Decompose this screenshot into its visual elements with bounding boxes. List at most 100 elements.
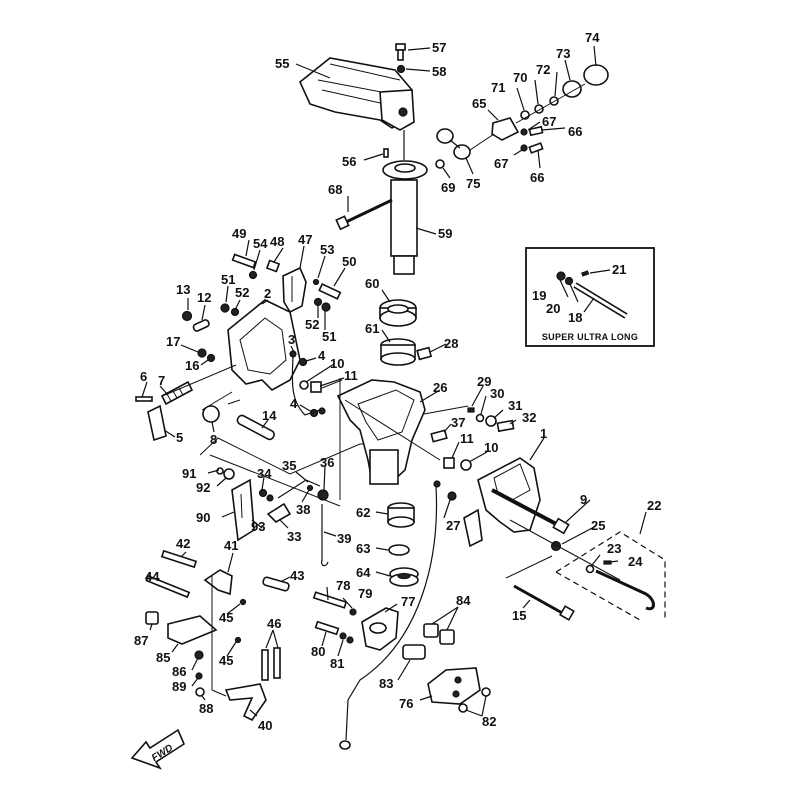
leader-lines [141, 45, 647, 717]
label-part-41: 41 [224, 538, 238, 553]
washer-part-89 [195, 672, 203, 680]
nut-part-17 [197, 348, 207, 358]
nut-part-92 [223, 468, 235, 480]
label-part-91: 91 [182, 466, 196, 481]
label-part-49: 49 [232, 226, 246, 241]
label-part-42: 42 [176, 536, 190, 551]
label-part-18: 18 [568, 310, 582, 325]
label-part-51-b: 51 [322, 329, 336, 344]
cap-part-87 [145, 611, 159, 625]
pin-part-43 [262, 576, 290, 592]
wire-long [345, 485, 438, 741]
label-part-57: 57 [432, 40, 446, 55]
label-part-82: 82 [482, 714, 496, 729]
label-part-27: 27 [446, 518, 460, 533]
washer-part-58 [396, 64, 406, 74]
bracket-part-76 [427, 667, 481, 705]
label-part-71: 71 [491, 80, 505, 95]
label-part-4-b: 4 [290, 396, 298, 411]
label-part-89: 89 [172, 679, 186, 694]
bolt-part-49 [231, 253, 257, 269]
ground-wire [291, 355, 321, 416]
plate-part-90 [231, 478, 255, 542]
washer-part-23 [585, 564, 595, 574]
label-part-17: 17 [166, 334, 180, 349]
pin-part-38 [306, 484, 314, 492]
mount-part-77 [361, 607, 399, 651]
e-clip-part-45-a [239, 598, 247, 606]
fwd-arrow-icon: FWD [130, 728, 186, 770]
tilt-lever-part-5 [147, 404, 167, 442]
label-part-56: 56 [342, 154, 356, 169]
lever-part-33 [266, 502, 292, 523]
bushing-part-31 [485, 415, 497, 427]
nut-part-36 [317, 489, 329, 501]
washer-part-30 [475, 413, 485, 423]
springs-part-46 [261, 647, 281, 681]
plate-part-48 [265, 259, 281, 273]
label-part-39: 39 [337, 531, 351, 546]
label-part-9: 9 [580, 492, 587, 507]
tilt-rod-part-22 [595, 569, 655, 611]
bolt-part-44 [145, 574, 191, 599]
label-part-48: 48 [270, 234, 284, 249]
label-part-61: 61 [365, 321, 379, 336]
bushing-part-11-a [310, 381, 322, 393]
label-part-10-a: 10 [330, 356, 344, 371]
bolt-part-57 [395, 43, 406, 61]
friction-assembly [435, 64, 609, 169]
label-part-64: 64 [356, 565, 371, 580]
label-part-25: 25 [591, 518, 605, 533]
washer-part-10-a [299, 380, 309, 390]
label-part-45-b: 45 [219, 653, 233, 668]
clamp-bracket-part-1 [463, 457, 541, 548]
label-part-14: 14 [262, 408, 277, 423]
bolt-part-50 [318, 282, 342, 300]
spring-part-34 [258, 488, 268, 498]
washer-part-91 [216, 467, 224, 475]
label-part-75: 75 [466, 176, 480, 191]
label-part-47: 47 [298, 232, 312, 247]
nut-part-51-a [220, 303, 230, 313]
dashed-group-part-22 [555, 531, 666, 621]
bolt-part-9 [491, 488, 561, 528]
label-part-23: 23 [607, 541, 621, 556]
steering-handle-part-55 [299, 57, 415, 131]
label-part-72: 72 [536, 62, 550, 77]
label-part-51-a: 51 [221, 272, 235, 287]
label-part-2: 2 [264, 286, 271, 301]
label-part-70: 70 [513, 70, 527, 85]
steering-shaft-part-59 [382, 160, 428, 275]
washer-part-81 [339, 632, 347, 640]
label-part-11-b: 11 [460, 431, 474, 446]
o-ring-part-63 [388, 544, 410, 556]
label-part-1: 1 [540, 426, 547, 441]
label-part-60: 60 [365, 276, 379, 291]
label-part-80: 80 [311, 644, 325, 659]
washer-part-52-a [230, 307, 240, 317]
label-part-13: 13 [176, 282, 190, 297]
label-part-93: 93 [251, 519, 265, 534]
label-part-68: 68 [328, 182, 342, 197]
lever-part-40 [224, 683, 267, 722]
label-part-31: 31 [508, 398, 522, 413]
label-part-52-a: 52 [235, 285, 249, 300]
bushing-part-61 [380, 338, 416, 366]
label-part-54: 54 [253, 236, 268, 251]
label-part-85: 85 [156, 650, 170, 665]
inset-super-ultra-long: SUPER ULTRA LONG [525, 247, 655, 347]
clamp-bracket-part-2 [227, 299, 301, 391]
spring-part-53 [312, 278, 320, 286]
label-part-58: 58 [432, 64, 446, 79]
label-part-53: 53 [320, 242, 334, 257]
label-part-76: 76 [399, 696, 413, 711]
label-part-81: 81 [330, 656, 344, 671]
nut-part-13 [181, 310, 193, 322]
label-part-87: 87 [134, 633, 148, 648]
label-part-69: 69 [441, 180, 455, 195]
label-part-78: 78 [336, 578, 350, 593]
label-part-38: 38 [296, 502, 310, 517]
label-part-4-a: 4 [318, 348, 326, 363]
label-part-62: 62 [356, 505, 370, 520]
